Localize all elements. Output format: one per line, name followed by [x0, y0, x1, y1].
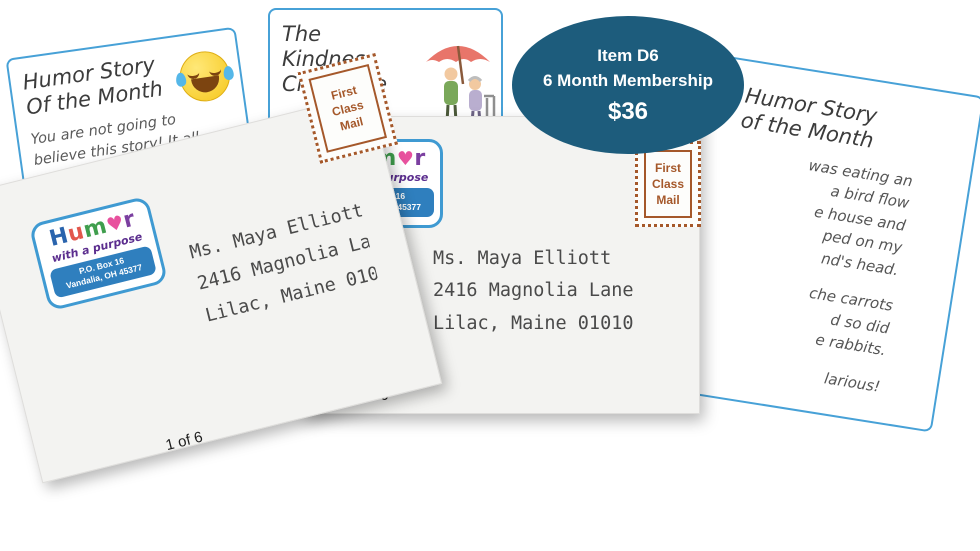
first-class-mail-stamp: First Class Mail: [635, 141, 701, 227]
emoji-mouth: [191, 75, 221, 95]
badge-membership: 6 Month Membership: [542, 71, 713, 90]
badge-item: Item D6: [597, 46, 659, 66]
recipient-address: Ms. Maya Elliott 2416 Magnolia Lane Lila…: [433, 243, 633, 340]
logo-letter: r: [414, 146, 426, 171]
stamp-line: Mail: [656, 193, 680, 208]
address-line2: 2416 Magnolia Lane: [433, 280, 634, 302]
badge-price: $36: [607, 97, 649, 125]
story-text: was eating an a bird flow e house and pe…: [676, 138, 915, 398]
stamp-line: First: [654, 160, 681, 175]
envelope-count-label: 1 of 6: [163, 428, 205, 455]
item-price-badge: Item D6 6 Month Membership $36: [512, 16, 744, 154]
return-address-label: Hum♥r with a purpose P.O. Box 16 Vandali…: [28, 195, 169, 312]
address-line3: Lilac, Maine 01010: [433, 312, 634, 334]
stamp-line: Class: [651, 176, 685, 191]
emoji-tear: [175, 72, 187, 88]
umbrella-caregiver-illustration-icon: [418, 28, 498, 133]
address-line1: Ms. Maya Elliott: [433, 248, 612, 269]
stamp-text: First Class Mail: [308, 63, 388, 153]
heart-icon: ♥: [396, 148, 415, 170]
emoji-tear: [222, 65, 235, 81]
recipient-address: Ms. Maya Elliott 2416 Magnolia Lane Lila…: [186, 196, 381, 333]
emoji-eye: [208, 63, 222, 77]
stamp-text: First Class Mail: [644, 150, 692, 218]
